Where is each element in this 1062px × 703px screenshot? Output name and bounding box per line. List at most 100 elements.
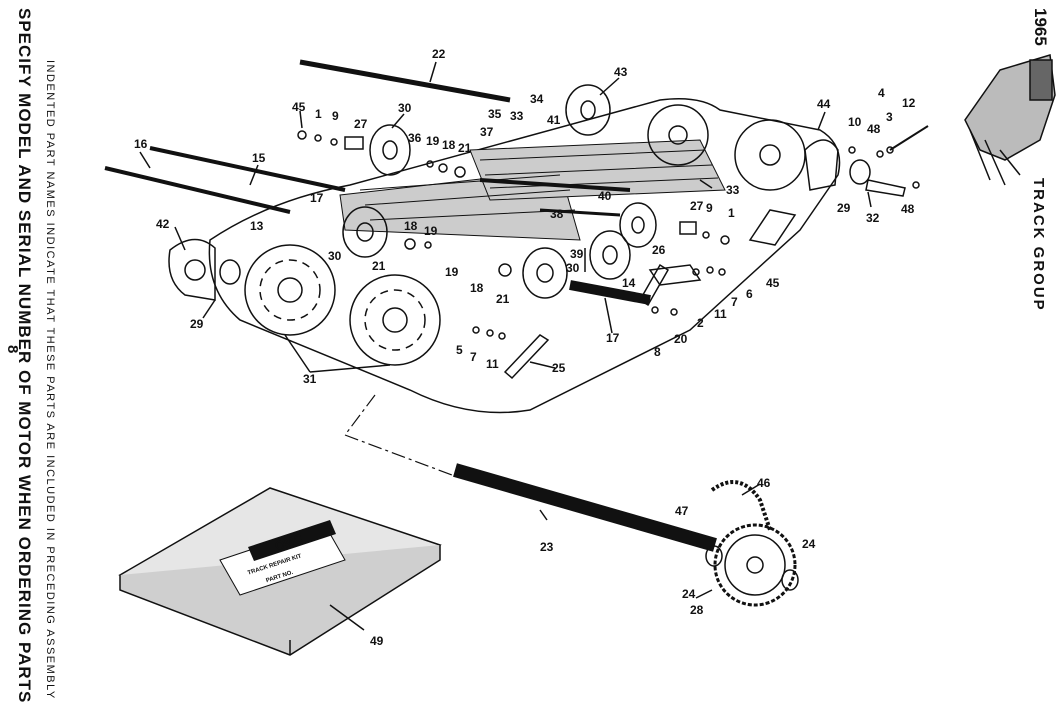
callout: 21: [372, 259, 386, 273]
shaft-38: [539, 208, 621, 217]
callout: 43: [614, 65, 628, 79]
sprocket-rear-2: [734, 119, 806, 191]
callout: 18: [470, 281, 484, 295]
callout: 10: [848, 115, 862, 129]
sprocket-31-left: [244, 244, 336, 336]
callout: 2: [697, 316, 704, 330]
callout: 19: [426, 134, 440, 148]
callout: 18: [442, 138, 456, 152]
bracket-32: [865, 179, 906, 197]
bearing-29-left: [219, 259, 241, 285]
callout: 45: [766, 276, 780, 290]
chain-46: [710, 480, 772, 531]
callout: 40: [598, 189, 612, 203]
callout: 35: [488, 107, 502, 121]
callout: 4: [878, 86, 885, 100]
ring-24-b: [781, 569, 799, 591]
spacer-27: [344, 136, 364, 150]
callout: 27: [690, 199, 704, 213]
callout: 29: [837, 201, 851, 215]
hub-43: [565, 84, 611, 136]
bearing-29-right: [849, 159, 871, 185]
callout: 21: [458, 141, 472, 155]
callout: 28: [690, 603, 704, 617]
drive-sprocket-28: [713, 523, 797, 607]
callout: 30: [328, 249, 342, 263]
link-2: [638, 263, 670, 307]
callout: 13: [250, 219, 264, 233]
exploded-diagram: OMC TRACK REPAIR KIT PART NO. 22 43 35 3…: [104, 47, 1056, 656]
callout: 1: [315, 107, 322, 121]
callout: 8: [654, 345, 661, 359]
arm-14: [648, 264, 702, 286]
link-25: [503, 334, 550, 380]
callout: 30: [566, 261, 580, 275]
callout: 27: [354, 117, 368, 131]
sprocket-rear-1: [647, 104, 709, 166]
callout: 38: [550, 207, 564, 221]
callout: 46: [757, 476, 771, 490]
callout: 44: [817, 97, 831, 111]
shaft-15: [149, 146, 346, 192]
callout: 19: [424, 224, 438, 238]
callout: 42: [156, 217, 170, 231]
callout: 48: [901, 202, 915, 216]
shaft-22: [299, 59, 511, 103]
track-frame: [208, 98, 841, 414]
sprocket-31-right: [349, 274, 441, 366]
callout: 5: [456, 343, 463, 357]
callout: 12: [902, 96, 916, 110]
callout: 33: [510, 109, 524, 123]
ring-24-a: [705, 545, 723, 567]
callout: 33: [726, 183, 740, 197]
idler-wheel-30-b: [342, 206, 388, 258]
callout: 41: [547, 113, 561, 127]
callout: 9: [332, 109, 339, 123]
callout: 20: [674, 332, 688, 346]
callout: 49: [370, 634, 384, 648]
callout: 22: [432, 47, 446, 61]
callout: 1: [728, 206, 735, 220]
callout: 34: [530, 92, 544, 106]
callout: 11: [714, 307, 727, 321]
callout: 31: [303, 372, 317, 386]
spacer-27-right: [679, 221, 697, 235]
shaft-23: [453, 463, 717, 552]
callout: 9: [706, 201, 713, 215]
track-belt: [339, 139, 726, 241]
callout: 21: [496, 292, 510, 306]
callout: 7: [470, 350, 477, 364]
callout: 15: [252, 151, 266, 165]
bearing-plate-44: [804, 139, 839, 191]
idler-wheel-30-c: [589, 230, 631, 280]
callout: 24: [802, 537, 816, 551]
callout: 7: [731, 295, 738, 309]
callout: 25: [552, 361, 566, 375]
shaft-40: [479, 178, 631, 192]
callout: 16: [134, 137, 148, 151]
callout: 3: [886, 110, 893, 124]
callout: 36: [408, 131, 422, 145]
callout: 37: [480, 125, 494, 139]
shaft-17: [569, 280, 651, 305]
callout: 24: [682, 587, 696, 601]
shaft-16: [104, 166, 291, 214]
callout: 14: [622, 276, 636, 290]
callout: 29: [190, 317, 204, 331]
idler-wheel-26: [619, 202, 657, 248]
callout: 23: [540, 540, 554, 554]
idler-wheel-39: [522, 247, 568, 299]
callout: 30: [398, 101, 412, 115]
bearing-plate-42: [168, 238, 216, 301]
callout: 32: [866, 211, 880, 225]
bracket-right: [748, 209, 797, 246]
callout: 6: [746, 287, 753, 301]
callout: 11: [486, 357, 499, 371]
callout: 26: [652, 243, 666, 257]
callout: 18: [404, 219, 418, 233]
callout: 45: [292, 100, 306, 114]
callout-labels: 22 43 35 34 37 33 41 45 1 9 27 30 36 19 …: [134, 47, 916, 648]
snowmobile-thumbnail: [964, 54, 1056, 186]
callout: 39: [570, 247, 584, 261]
callout: 48: [867, 122, 881, 136]
